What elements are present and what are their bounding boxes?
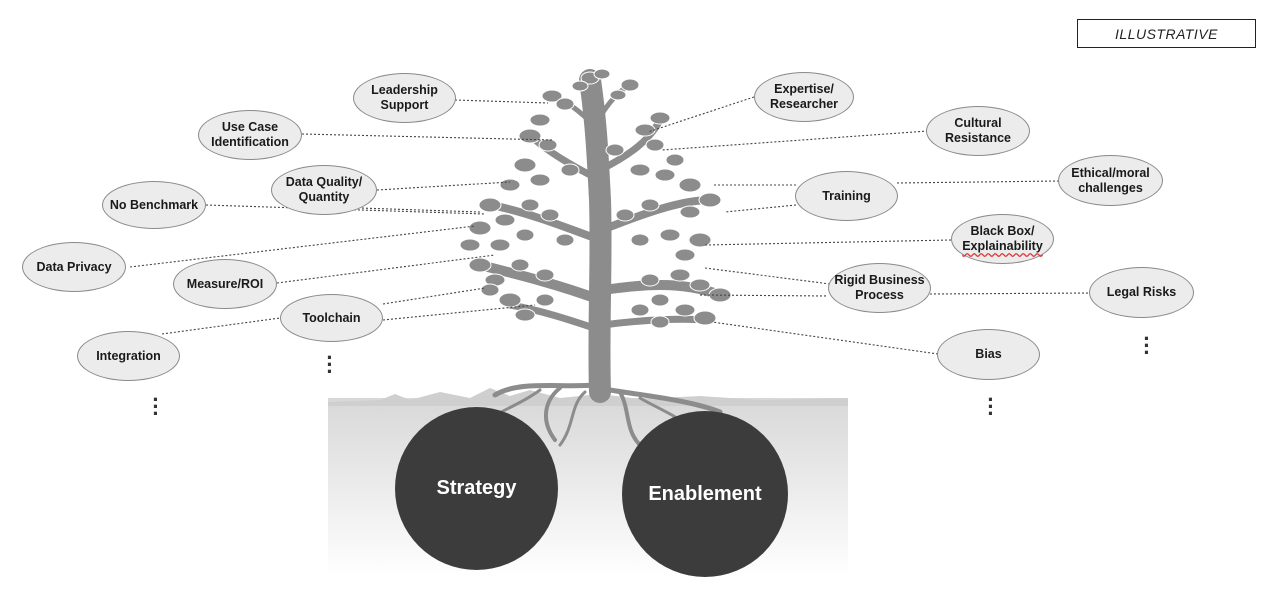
label-use-case-identification: Use Case Identification — [198, 110, 302, 160]
label-ethical-moral-challenges: Ethical/moral challenges — [1058, 155, 1163, 206]
label-training: Training — [795, 171, 898, 221]
illustrative-tag: ILLUSTRATIVE — [1077, 19, 1256, 48]
label-bias: Bias — [937, 329, 1040, 380]
more-dots-left-center: ··· — [326, 345, 334, 384]
label-black-box-line2: Explainability — [962, 239, 1043, 253]
more-dots-right: ··· — [1143, 326, 1151, 365]
label-measure-roi: Measure/ROI — [173, 259, 277, 309]
root-enablement: Enablement — [622, 411, 788, 577]
tree-leaves — [459, 68, 732, 329]
label-no-benchmark: No Benchmark — [102, 181, 206, 229]
grass-edge — [328, 388, 848, 406]
connector-lines — [129, 96, 1091, 355]
label-black-box-line1: Black Box/ — [970, 224, 1035, 238]
more-dots-left: ··· — [152, 387, 160, 426]
label-cultural-resistance: Cultural Resistance — [926, 106, 1030, 156]
label-integration: Integration — [77, 331, 180, 381]
label-toolchain: Toolchain — [280, 294, 383, 342]
label-data-privacy: Data Privacy — [22, 242, 126, 292]
label-leadership-support: Leadership Support — [353, 73, 456, 123]
label-data-quality-quantity: Data Quality/ Quantity — [271, 165, 377, 215]
label-black-box-explainability: Black Box/ Explainability — [951, 214, 1054, 264]
label-legal-risks: Legal Risks — [1089, 267, 1194, 318]
root-strategy: Strategy — [395, 407, 558, 570]
more-dots-right-center: ··· — [987, 387, 995, 426]
label-rigid-business-process: Rigid Business Process — [828, 263, 931, 313]
label-expertise-researcher: Expertise/ Researcher — [754, 72, 854, 122]
